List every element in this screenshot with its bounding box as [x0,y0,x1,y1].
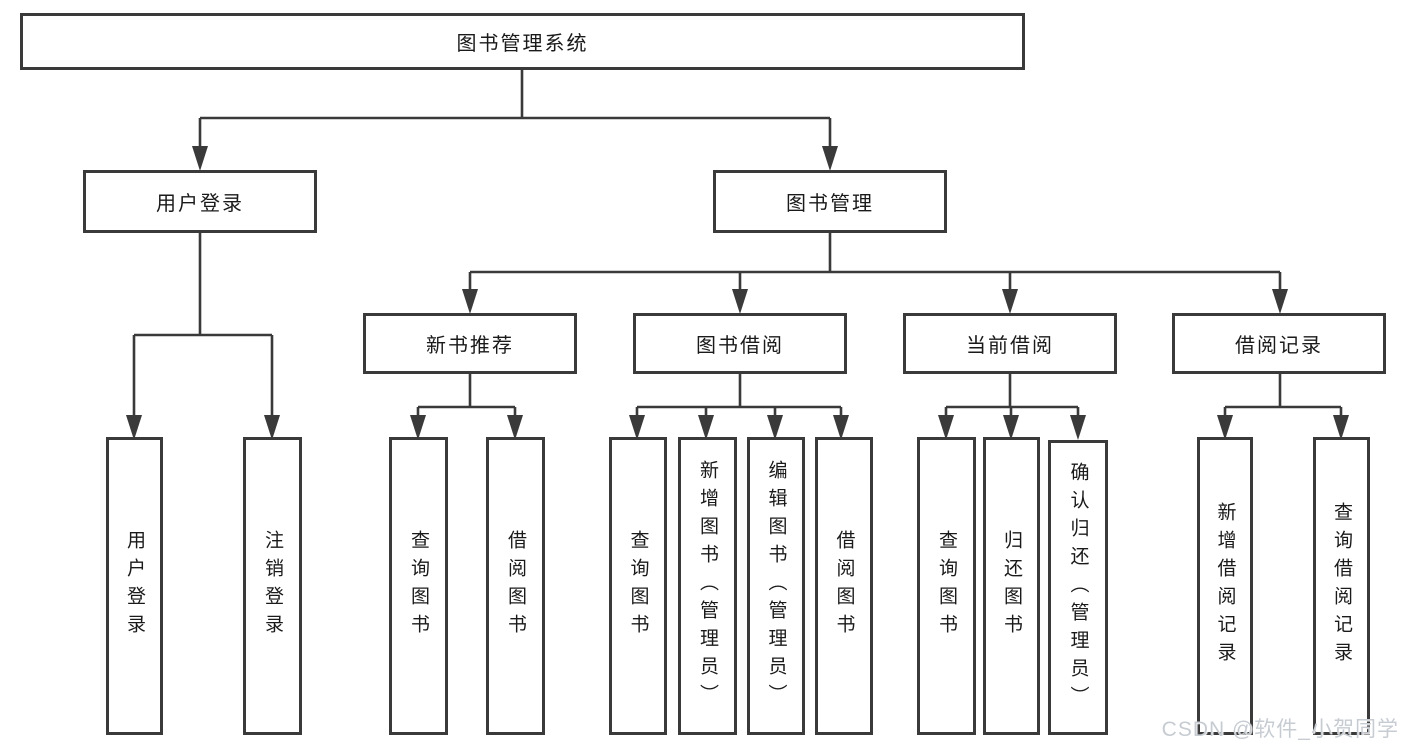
leaf-borrowing-query-books: 查询图书 [609,437,667,735]
node-book-management-label: 图书管理 [786,193,874,215]
leaf-recommend-query-books-label: 查询图书 [408,530,429,642]
node-user-login: 用户登录 [83,170,317,233]
leaf-logout-label: 注销登录 [262,530,283,642]
node-new-book-recommend-label: 新书推荐 [426,335,514,357]
leaf-current-query-books-label: 查询图书 [936,530,957,642]
leaf-borrowing-add-books: 新增图书（管理员） [678,437,737,735]
node-current-borrowing: 当前借阅 [903,313,1117,374]
node-book-borrowing: 图书借阅 [633,313,847,374]
leaf-recommend-borrow-books: 借阅图书 [486,437,545,735]
connector-strokes [132,70,1343,418]
leaf-borrowing-query-books-label: 查询图书 [627,530,649,642]
node-borrowing-records: 借阅记录 [1172,313,1386,374]
csdn-watermark: CSDN @软件_小贺同学 [1161,718,1399,741]
leaf-records-add-record-label: 新增借阅记录 [1214,502,1236,670]
leaf-user-login-label: 用户登录 [124,530,145,642]
leaf-borrowing-add-books-label: 新增图书（管理员） [697,460,718,712]
leaf-borrowing-edit-books: 编辑图书（管理员） [747,437,805,735]
leaf-records-query-record: 查询借阅记录 [1313,437,1370,735]
node-book-management: 图书管理 [713,170,947,233]
leaf-records-query-record-label: 查询借阅记录 [1331,502,1352,670]
node-book-borrowing-label: 图书借阅 [696,335,784,357]
node-root-label: 图书管理系统 [456,33,589,55]
leaf-borrowing-edit-books-label: 编辑图书（管理员） [765,460,787,712]
leaf-user-login: 用户登录 [106,437,163,735]
leaf-current-confirm-return: 确认归还（管理员） [1048,440,1108,735]
leaf-current-return-books: 归还图书 [983,437,1040,735]
leaf-borrowing-borrow-books: 借阅图书 [815,437,873,735]
node-root-system: 图书管理系统 [20,13,1025,70]
leaf-recommend-borrow-books-label: 借阅图书 [505,530,526,642]
arrowheads [126,146,1349,440]
node-user-login-label: 用户登录 [156,193,244,215]
leaf-logout: 注销登录 [243,437,302,735]
node-borrowing-records-label: 借阅记录 [1235,335,1323,357]
leaf-recommend-query-books: 查询图书 [389,437,448,735]
node-current-borrowing-label: 当前借阅 [966,335,1054,357]
leaf-records-add-record: 新增借阅记录 [1197,437,1253,735]
leaf-current-confirm-return-label: 确认归还（管理员） [1067,461,1089,714]
leaf-borrowing-borrow-books-label: 借阅图书 [833,530,855,642]
node-new-book-recommend: 新书推荐 [363,313,577,374]
leaf-current-return-books-label: 归还图书 [1001,530,1022,642]
leaf-current-query-books: 查询图书 [917,437,976,735]
